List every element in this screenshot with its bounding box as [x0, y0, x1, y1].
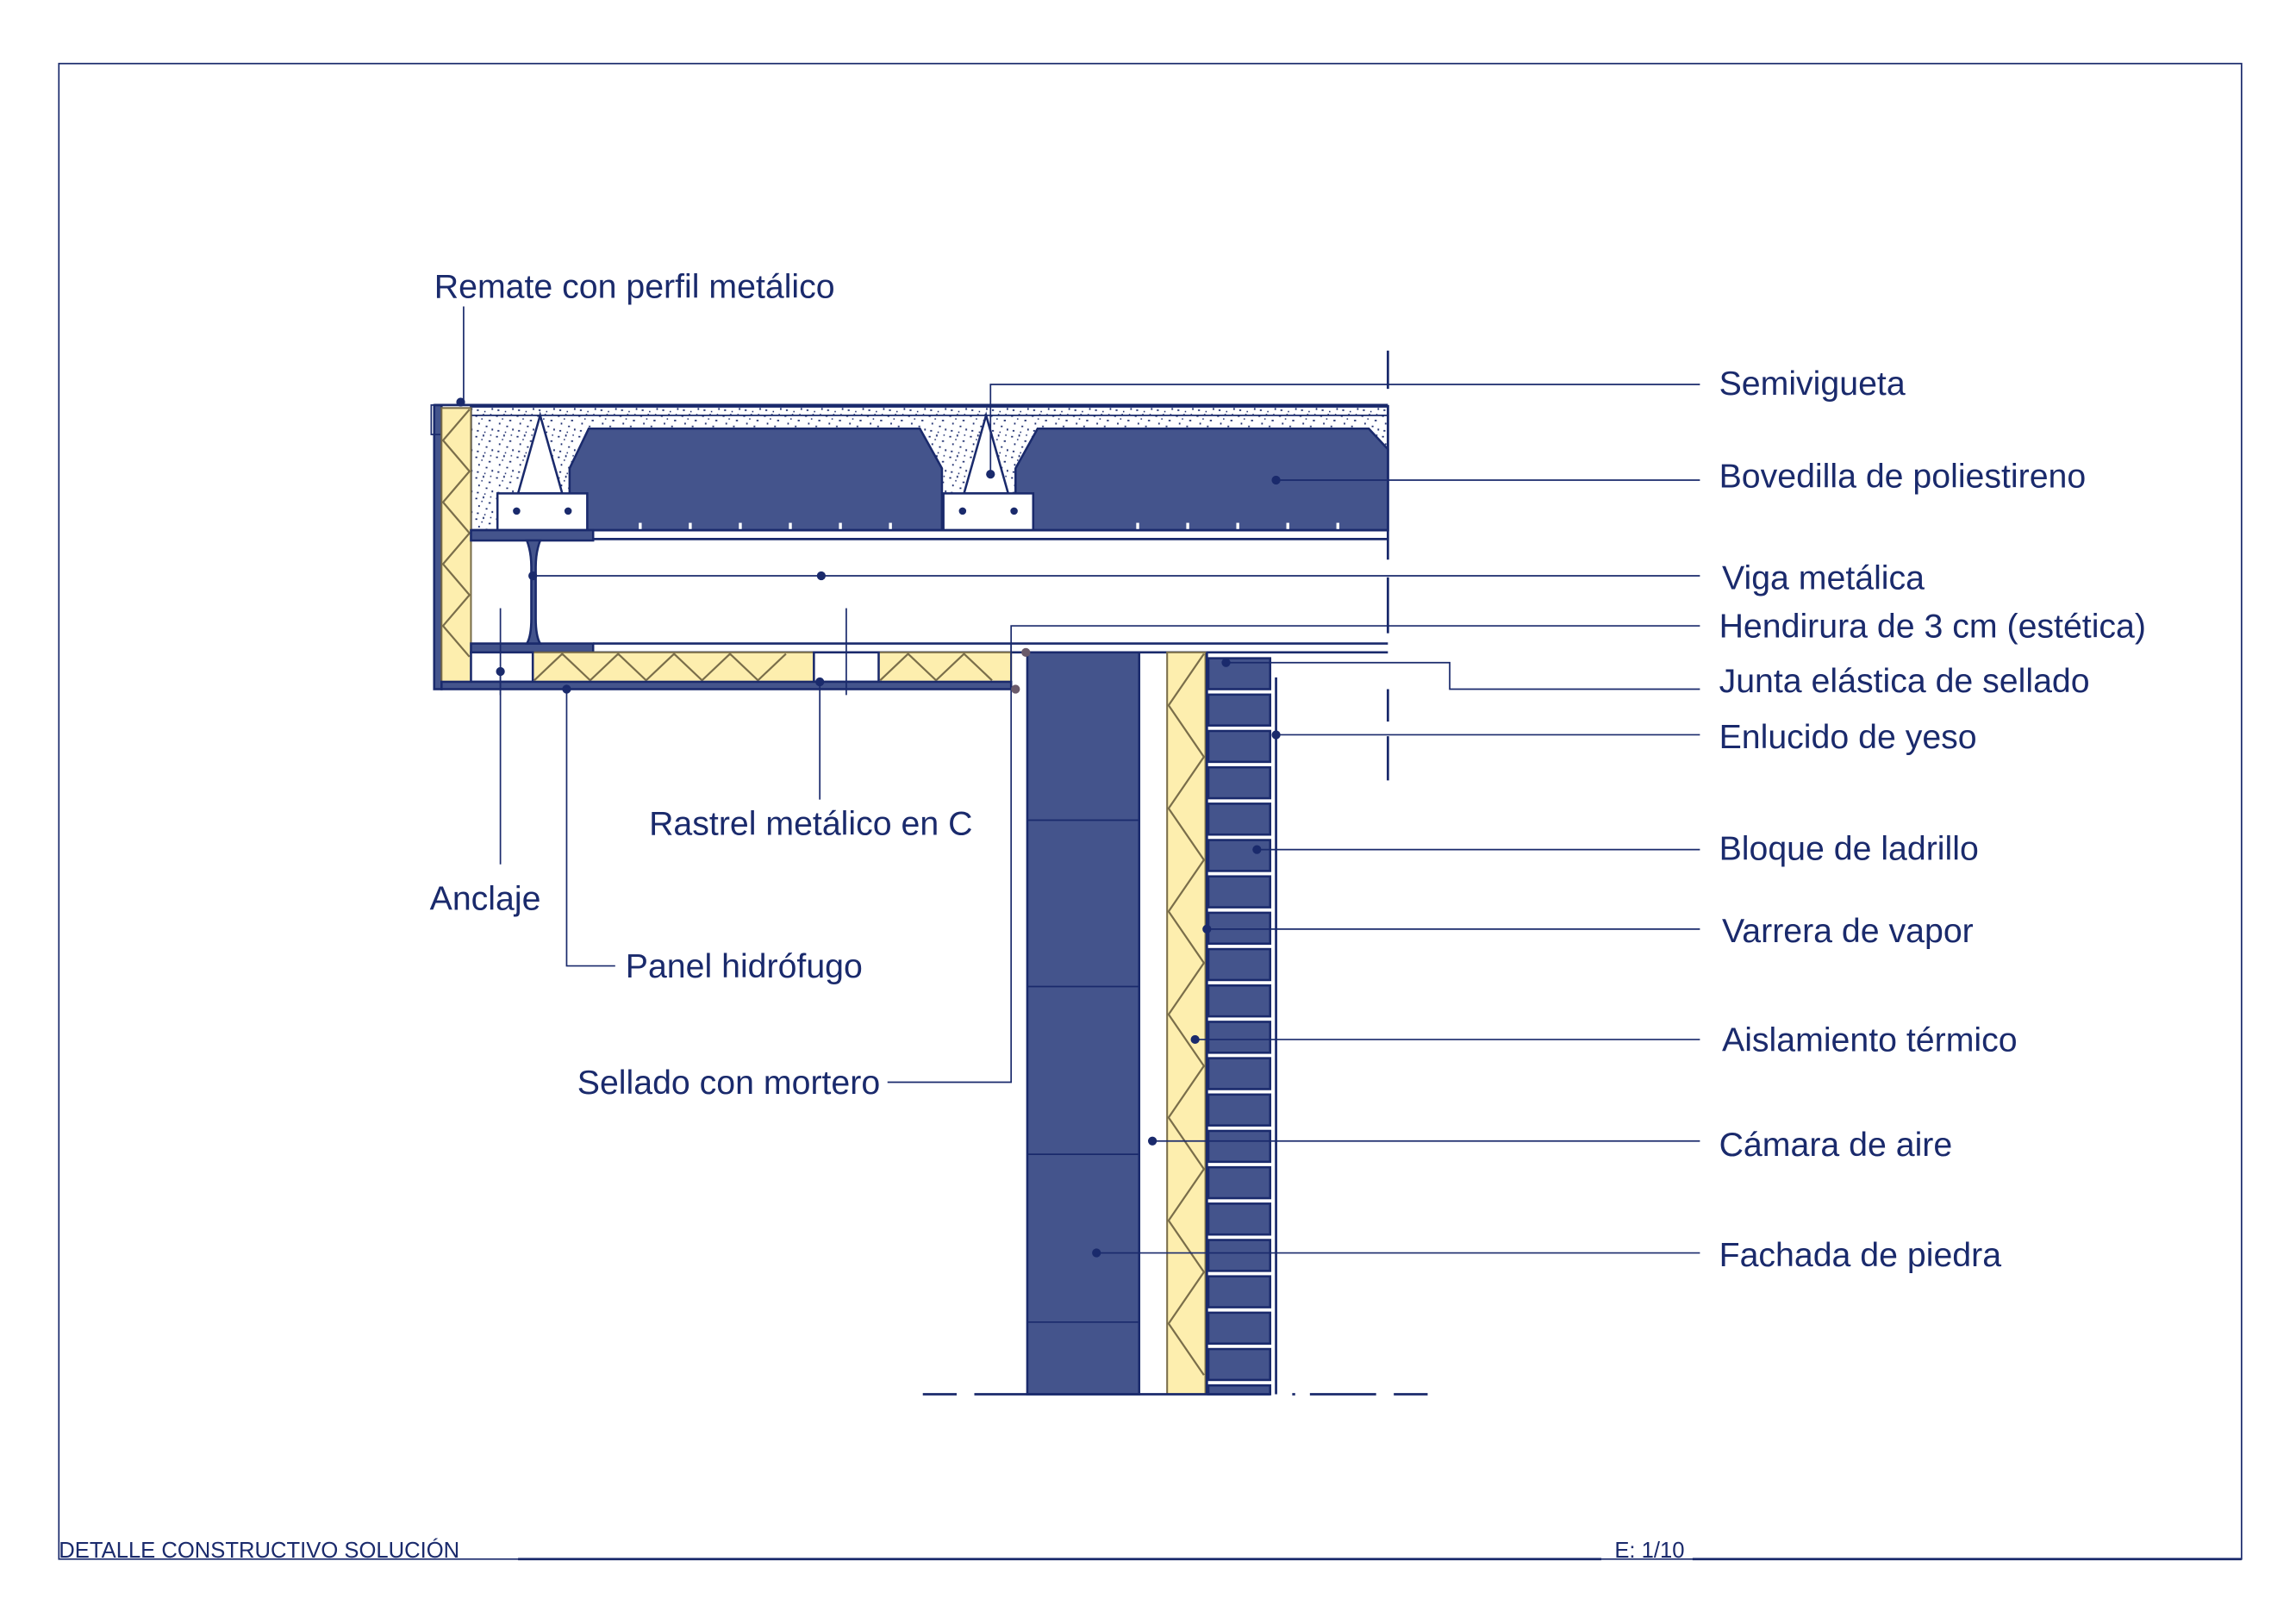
ceiling-panel: [532, 651, 815, 683]
label-camara: Cámara de aire: [1719, 1126, 1953, 1164]
brick: [1207, 911, 1272, 946]
brick: [1207, 1165, 1272, 1200]
rebar-tick: [639, 522, 642, 531]
brick: [1207, 765, 1272, 800]
rebar-tick: [1336, 522, 1339, 531]
brick: [1207, 1311, 1272, 1346]
rebar-tick: [1286, 522, 1289, 531]
label-junta: Junta elástica de sellado: [1719, 662, 2090, 700]
slab: [470, 405, 1389, 540]
brick: [1207, 1057, 1272, 1090]
brick: [1207, 947, 1272, 982]
ceiling-panel: [877, 651, 1013, 683]
ceiling-bottom-finish: [440, 680, 1013, 690]
brick: [1207, 1239, 1272, 1272]
rebar-tick: [789, 522, 792, 531]
rebar-tick: [839, 522, 842, 531]
brick: [1207, 1093, 1272, 1127]
label-varrera: Varrera de vapor: [1722, 912, 1974, 950]
label-enlucido: Enlucido de yeso: [1719, 718, 1977, 756]
rebar-tick: [889, 522, 892, 531]
label-hendirura: Hendirura de 3 cm (estética): [1719, 608, 2146, 646]
leaders: [456, 306, 1700, 1258]
brick: [1207, 1275, 1272, 1308]
bovedilla-block: [1014, 427, 1389, 532]
label-rastrel: Rastrel metálico en C: [649, 805, 972, 843]
label-anclaje: Anclaje: [430, 880, 541, 918]
wall: [1026, 651, 1277, 1396]
brick: [1207, 729, 1272, 764]
brick: [1207, 1383, 1272, 1396]
sheet-frame: [58, 62, 2243, 1560]
label-fachada: Fachada de piedra: [1719, 1236, 2002, 1274]
bovedilla-block: [568, 427, 944, 532]
rebar-tick: [1236, 522, 1239, 531]
brick: [1207, 1021, 1272, 1054]
brick: [1207, 1347, 1272, 1382]
label-semivigueta: Semivigueta: [1719, 365, 1906, 403]
semivigueta-base: [942, 492, 1035, 532]
edge-metal-profile: [433, 403, 443, 690]
label-panel: Panel hidrófugo: [626, 947, 863, 985]
footer-scale: E: 1/10: [1614, 1539, 1684, 1563]
label-bovedilla: Bovedilla de poliestireno: [1719, 458, 2087, 496]
footer-title: DETALLE CONSTRUCTIVO SOLUCIÓN: [59, 1538, 459, 1563]
brick: [1207, 1202, 1272, 1236]
rebar-tick: [1136, 522, 1139, 531]
label-sellado: Sellado con mortero: [577, 1064, 880, 1102]
brick: [1207, 984, 1272, 1018]
stone-facade: [1026, 651, 1141, 1396]
brick: [1207, 693, 1272, 727]
label-viga: Viga metálica: [1722, 559, 1925, 596]
steel-i-beam: [470, 528, 595, 654]
semivigueta-base: [496, 492, 589, 532]
label-bloque: Bloque de ladrillo: [1719, 830, 1979, 868]
label-aislamiento: Aislamiento térmico: [1722, 1021, 2018, 1059]
rebar-tick: [739, 522, 742, 531]
brick: [1207, 802, 1272, 836]
brick: [1207, 1129, 1272, 1164]
brick: [1207, 875, 1272, 909]
brick: [1207, 839, 1272, 872]
rebar-tick: [1186, 522, 1189, 531]
label-remate: Remate con perfil metálico: [434, 267, 835, 305]
rebar-tick: [689, 522, 692, 531]
rastrel-c: [470, 651, 534, 684]
